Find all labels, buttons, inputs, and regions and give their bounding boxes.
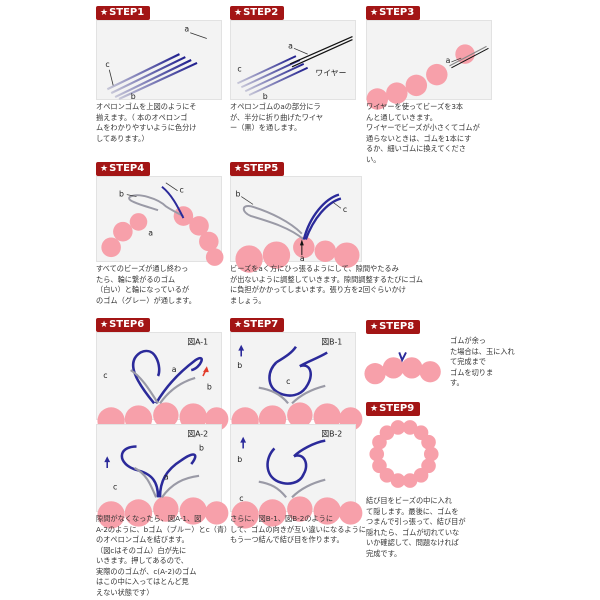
wire-label: ワイヤー: [315, 69, 346, 78]
label-b: b: [263, 92, 268, 101]
ring-bead: [423, 446, 439, 462]
label-c: c: [343, 205, 347, 214]
step6-figure-a1: 図A-1 c a b: [96, 332, 229, 435]
label-a: a: [446, 56, 451, 65]
ring-bead: [413, 468, 429, 483]
figure-label: 図B-1: [321, 338, 342, 347]
ring-bead: [379, 425, 395, 440]
ring-bead: [402, 473, 418, 488]
step7-figure-b1: 図B-1 b c: [230, 332, 363, 435]
step8-caption: ゴムが余っ た場合は、玉に入れ て完成まで ゴムを切りま す。: [450, 336, 515, 387]
step3-caption: ワイヤーを使ってビーズを3本 んと通していきます。 ワイヤーでビーズが小さくてゴ…: [366, 102, 480, 164]
step1-badge: ★STEP1: [96, 6, 151, 20]
ring-bead: [369, 446, 385, 462]
figure-label: 図A-2: [187, 430, 208, 439]
label-b: b: [131, 92, 136, 101]
step1-illustration: a c b: [96, 20, 222, 101]
figure-label: 図B-2: [321, 430, 342, 439]
step9-caption: 結び目をビーズの中に入れ て隠します。最後に、ゴムを つまんで引っ張って、結び目…: [366, 496, 466, 558]
step6-figure-a2: 図A-2 c a b: [96, 424, 229, 529]
step8-badge: ★STEP8: [366, 320, 421, 334]
step9-illustration: [366, 416, 442, 492]
label-b: b: [235, 190, 240, 199]
label-c: c: [103, 371, 107, 380]
label-c: c: [286, 377, 290, 386]
step7-figure-b2: 図B-2 b c: [230, 424, 363, 529]
step4-illustration: c b a: [96, 176, 224, 266]
step5-caption: ビーズをaく方にひっ張るようにして、隙間やたるみ が出ないように調整していきます…: [230, 264, 423, 305]
step9-badge: ★STEP9: [366, 402, 421, 416]
step2-illustration: a ワイヤー c b: [230, 20, 356, 101]
step3-illustration: a: [366, 20, 492, 110]
label-b: b: [237, 361, 242, 370]
figure-label: 図A-1: [187, 338, 208, 347]
step6-caption: 隙間がなくなったら、図A-1、図 A-2のように、bゴム（ブルー）とc（青） の…: [96, 514, 232, 597]
step4-badge: ★STEP4: [96, 162, 151, 176]
label-b: b: [199, 443, 204, 452]
step2-caption: オペロンゴムのaの部分にラ が、半分に折り曲げたワイヤ ー（黒）を通します。: [230, 102, 324, 132]
label-a: a: [148, 229, 153, 238]
ring-bead: [402, 420, 418, 435]
label-a: a: [300, 254, 305, 263]
label-c: c: [237, 65, 241, 74]
step4-caption: すべてのビーズが通し終わっ たら、輪に繋がるのゴム （白い）と輪になっているが …: [96, 264, 196, 305]
label-a: a: [288, 41, 293, 50]
label-a: a: [172, 365, 177, 374]
label-b: b: [207, 383, 212, 392]
step1-caption: オペロンゴムを上図のようにそ 揃えます。（ 本のオペロンゴ ムをわかりやすいよう…: [96, 102, 197, 143]
label-a: a: [164, 473, 169, 482]
ring-bead: [390, 473, 406, 488]
ring-bead: [372, 458, 387, 474]
step8-illustration: [364, 334, 446, 394]
step6-badge: ★STEP6: [96, 318, 151, 332]
ring-bead: [390, 420, 406, 435]
label-c: c: [113, 483, 117, 492]
step7-badge: ★STEP7: [230, 318, 285, 332]
step7-caption: さらに、図B-1、図B-2のように して、ゴムの向きが互い違いになるように もう…: [230, 514, 366, 544]
label-c: c: [180, 186, 184, 195]
step2-badge: ★STEP2: [230, 6, 285, 20]
step3-badge: ★STEP3: [366, 6, 421, 20]
ring-bead: [421, 434, 436, 450]
step5-badge: ★STEP5: [230, 162, 285, 176]
label-a: a: [184, 25, 189, 34]
label-b: b: [237, 455, 242, 464]
label-b: b: [119, 190, 124, 199]
label-c: c: [239, 494, 243, 503]
label-c: c: [105, 60, 109, 69]
step5-illustration: a b c: [230, 176, 362, 273]
